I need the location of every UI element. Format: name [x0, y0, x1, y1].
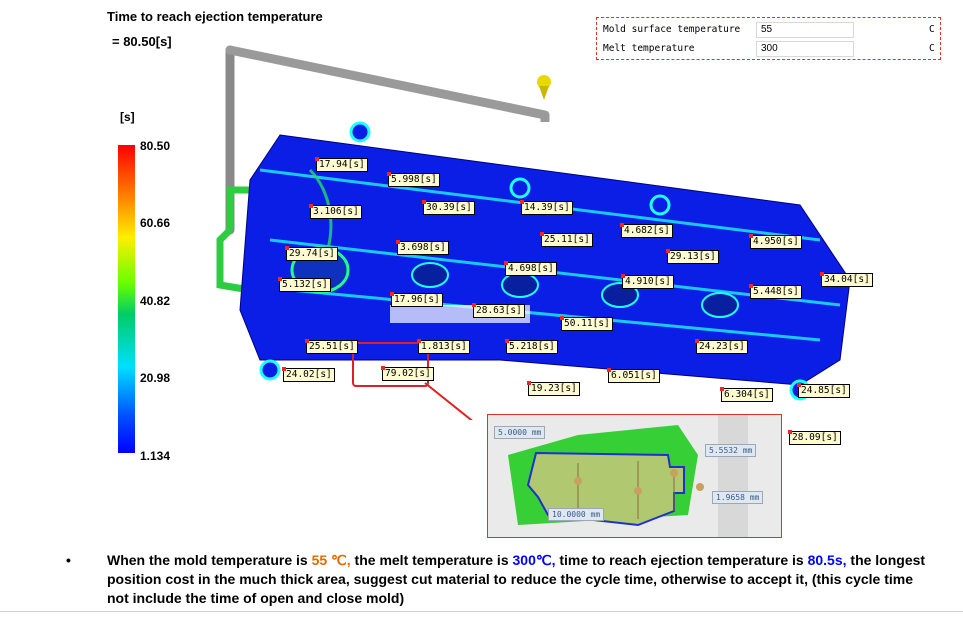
- injection-point-icon: [537, 75, 551, 89]
- probe-label: 3.698[s]: [396, 240, 449, 255]
- probe-label: 5.218[s]: [505, 339, 558, 354]
- color-scale-bar: [118, 145, 135, 453]
- probe-label: 24.85[s]: [797, 383, 850, 398]
- probe-label: 3.106[s]: [309, 204, 362, 219]
- probe-label: 19.23[s]: [527, 381, 580, 396]
- legend-tick-max: 80.50: [140, 139, 171, 153]
- probe-label: 1.813[s]: [417, 339, 470, 354]
- probe-label: 4.682[s]: [620, 223, 673, 238]
- probe-label: 30.39[s]: [422, 200, 475, 215]
- probe-label: 25.51[s]: [305, 339, 358, 354]
- conclusion-text: When the mold temperature is 55 ℃, the m…: [107, 552, 926, 606]
- ejection-time-highlight: 80.5s,: [807, 552, 847, 568]
- melt-temperature-label: Melt temperature: [603, 43, 695, 54]
- probe-label: 28.09[s]: [788, 430, 841, 445]
- probe-label: 4.698[s]: [504, 261, 557, 276]
- probe-label: 50.11[s]: [560, 316, 613, 331]
- footer-divider: [0, 611, 963, 612]
- result-value: = 80.50[s]: [112, 34, 172, 49]
- probe-label: 5.448[s]: [749, 284, 802, 299]
- mold-temperature-field[interactable]: 55: [756, 22, 854, 38]
- legend-tick-3: 40.82: [140, 294, 171, 308]
- probe-label: 24.02[s]: [282, 367, 335, 382]
- mold-temperature-label: Mold surface temperature: [603, 24, 741, 35]
- probe-label: 4.950[s]: [749, 234, 802, 249]
- dimension-label: 5.5532 mm: [705, 444, 757, 457]
- thick-area-highlight: [352, 342, 429, 387]
- dimension-label: 10.0000 mm: [548, 508, 605, 521]
- probe-label: 17.96[s]: [390, 292, 443, 307]
- melt-temperature-row: Melt temperature 300 C: [603, 41, 938, 57]
- result-title: Time to reach ejection temperature: [107, 9, 323, 24]
- probe-label: 29.13[s]: [666, 249, 719, 264]
- legend-unit: [s]: [120, 110, 135, 124]
- probe-label: 24.23[s]: [695, 339, 748, 354]
- probe-label: 6.051[s]: [607, 368, 660, 383]
- probe-label: 4.910[s]: [621, 274, 674, 289]
- probe-label: 28.63[s]: [472, 303, 525, 318]
- probe-label: 17.94[s]: [315, 157, 368, 172]
- melt-temperature-field[interactable]: 300: [756, 41, 854, 57]
- dimension-label: 5.0000 mm: [494, 426, 546, 439]
- probe-label: 14.39[s]: [520, 200, 573, 215]
- mold-temperature-unit: C: [929, 24, 935, 35]
- section-detail-inset: 5.0000 mm 5.5532 mm 1.9658 mm 10.0000 mm: [487, 414, 782, 538]
- probe-label: 5.132[s]: [278, 277, 331, 292]
- melt-temperature-unit: C: [929, 43, 935, 54]
- legend-tick-2: 60.66: [140, 216, 171, 230]
- probe-label: 29.74[s]: [285, 246, 338, 261]
- runner-pipe: [225, 45, 550, 120]
- bullet-icon: •: [66, 552, 71, 568]
- mold-temperature-highlight: 55 ℃,: [311, 552, 351, 568]
- probe-label: 79.02[s]: [381, 366, 434, 381]
- probe-label: 34.04[s]: [820, 272, 873, 287]
- part-model-view[interactable]: [200, 40, 900, 420]
- legend-tick-min: 1.134: [140, 449, 171, 463]
- legend-tick-4: 20.98: [140, 371, 171, 385]
- mold-temperature-row: Mold surface temperature 55 C: [603, 22, 938, 38]
- probe-label: 5.998[s]: [387, 172, 440, 187]
- dimension-label: 1.9658 mm: [712, 491, 764, 504]
- parameter-panel: Mold surface temperature 55 C Melt tempe…: [596, 17, 941, 60]
- melt-temperature-highlight: 300℃,: [512, 552, 556, 568]
- probe-label: 25.11[s]: [540, 232, 593, 247]
- probe-label: 6.304[s]: [720, 387, 773, 402]
